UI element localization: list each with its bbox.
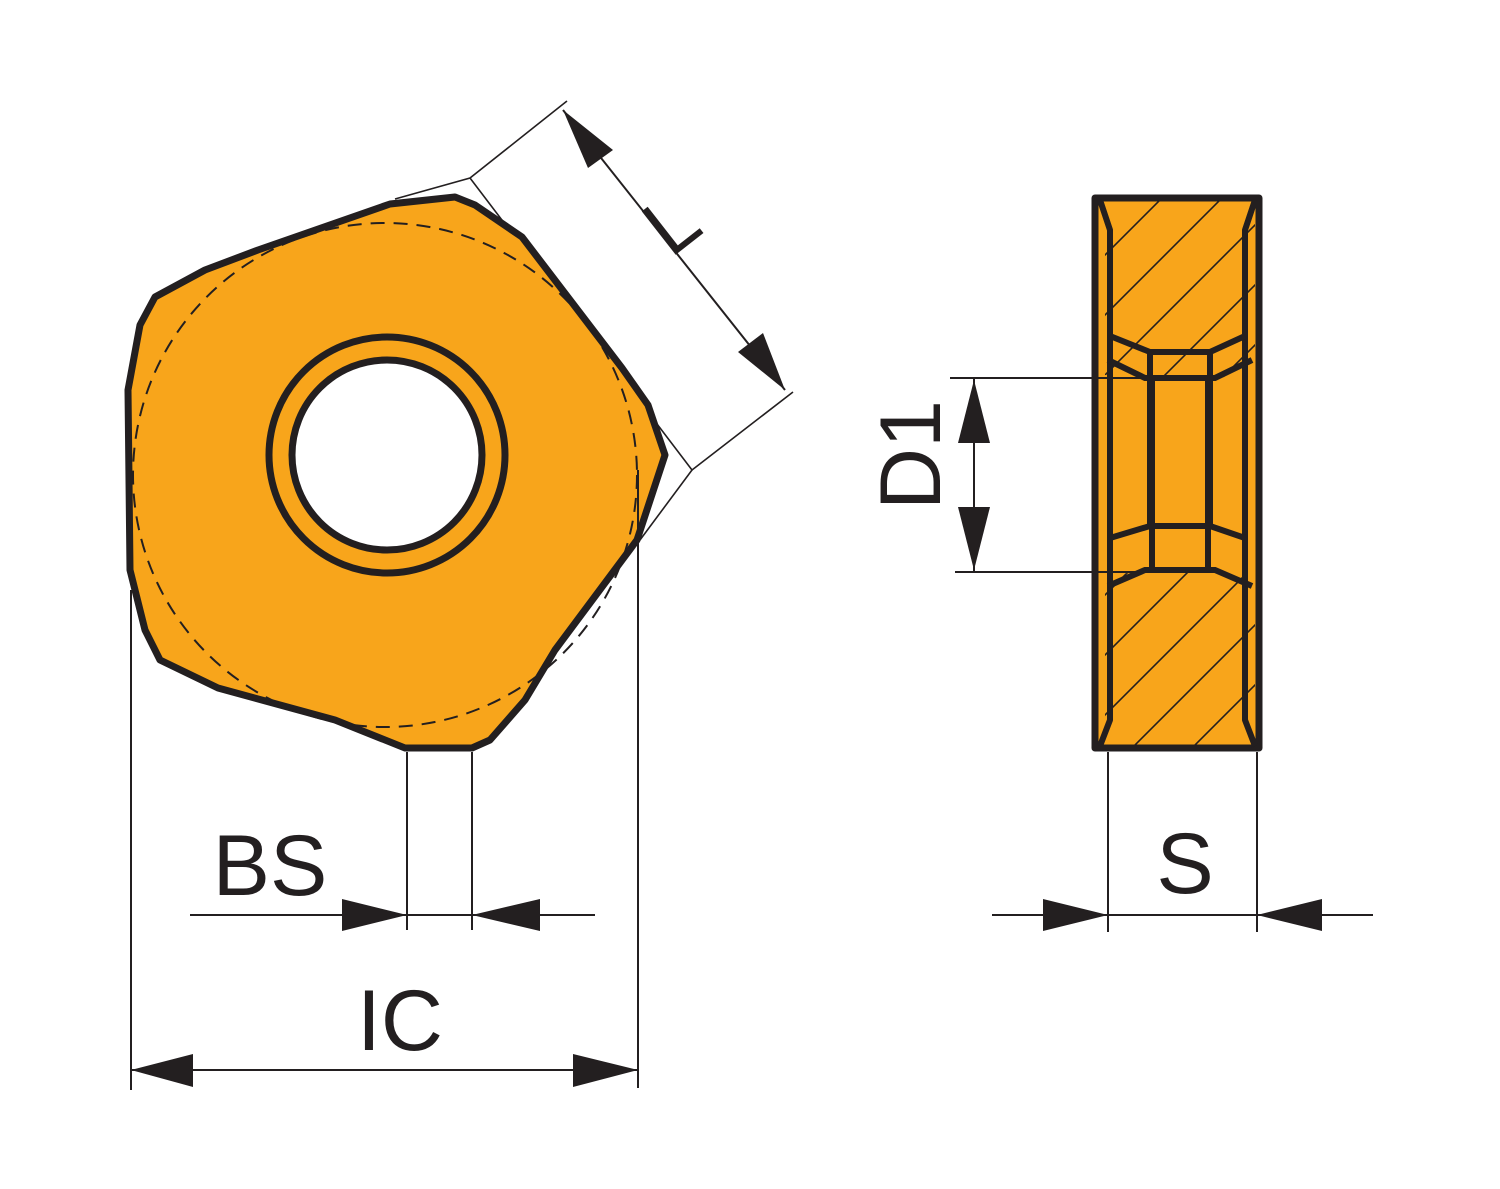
arrowhead-icon bbox=[342, 899, 407, 931]
arrowhead-icon bbox=[573, 1054, 638, 1087]
arrowhead-icon bbox=[472, 899, 540, 931]
arrowhead-icon bbox=[1257, 899, 1322, 931]
top-view: L BS IC bbox=[124, 100, 794, 1090]
label-bs: BS bbox=[213, 818, 328, 914]
arrowhead-icon bbox=[738, 333, 785, 390]
arrowhead-icon bbox=[131, 1054, 193, 1087]
label-d1: D1 bbox=[863, 400, 959, 510]
label-l: L bbox=[626, 175, 716, 273]
label-ic: IC bbox=[357, 973, 443, 1069]
side-body bbox=[1091, 194, 1263, 752]
bore-walls bbox=[1106, 357, 1254, 589]
label-s: S bbox=[1156, 816, 1213, 912]
arrowhead-icon bbox=[1043, 899, 1108, 931]
side-view: D1 S bbox=[863, 194, 1373, 932]
center-hole bbox=[288, 356, 486, 554]
arrowhead-icon bbox=[958, 380, 990, 443]
arrowhead-icon bbox=[958, 507, 990, 570]
arrowhead-icon bbox=[563, 110, 613, 168]
ic-dimension bbox=[130, 470, 639, 1090]
